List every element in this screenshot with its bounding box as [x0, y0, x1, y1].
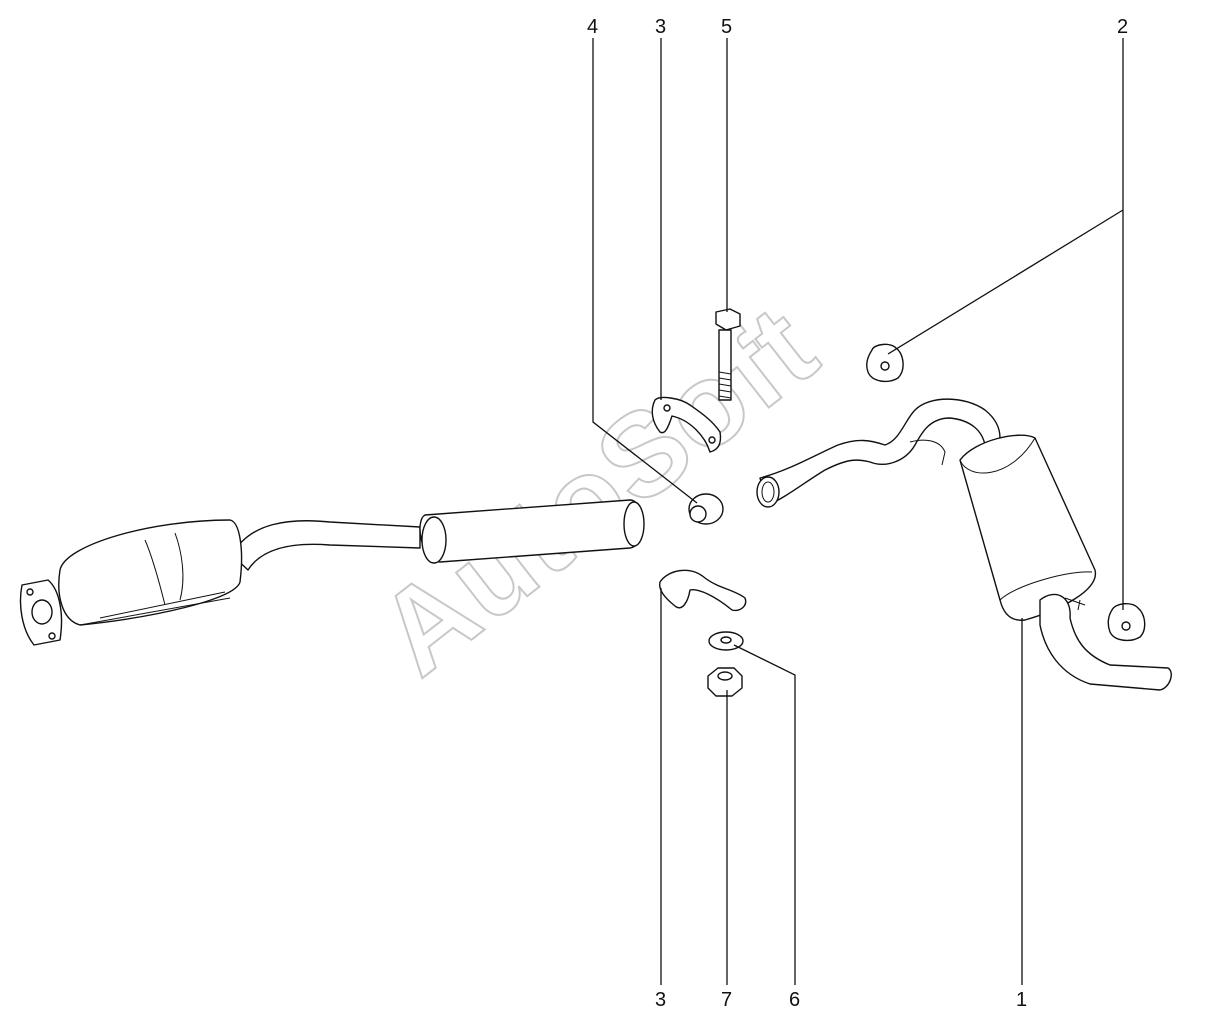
tail-pipe	[1039, 593, 1172, 691]
leader-2-upper	[887, 209, 1124, 355]
nut-hole	[717, 671, 733, 681]
sealing-ring-inner	[689, 505, 707, 523]
pipe-hanger-bracket	[909, 439, 946, 466]
callout-3-top: 3	[655, 16, 666, 38]
callout-7: 7	[721, 989, 732, 1011]
bolt-thread	[718, 371, 732, 399]
front-exhaust-section	[19, 499, 645, 646]
intermediate-pipe	[231, 520, 421, 571]
upper-clamp-half	[651, 396, 722, 453]
callout-2: 2	[1117, 16, 1128, 38]
washer-hole	[720, 636, 732, 644]
rubber-mount-lower	[1107, 603, 1146, 642]
rubber-mount-hole	[1121, 621, 1131, 631]
bolt-shank	[718, 329, 732, 401]
leader-4	[592, 38, 698, 504]
silencer-front-edge	[959, 437, 1036, 474]
flange-hole	[31, 599, 53, 625]
rear-pipe-inlet-inner	[761, 481, 775, 503]
rubber-mount-hole	[880, 361, 890, 371]
resonator-end	[421, 516, 447, 564]
sealing-ring	[688, 493, 724, 525]
callout-1: 1	[1016, 989, 1027, 1011]
callout-4: 4	[587, 16, 598, 38]
resonator-outlet	[623, 501, 645, 547]
nut-body	[707, 667, 743, 697]
converter-heat-shield	[79, 597, 231, 626]
rubber-mount-upper	[866, 343, 904, 383]
rear-exhaust-section	[756, 398, 1172, 691]
flange-bolt-hole	[48, 632, 56, 640]
flange-bolt-hole	[26, 588, 34, 596]
clamp-bolt-hole	[708, 436, 716, 444]
catalytic-converter	[58, 519, 243, 626]
leader-lines	[592, 38, 1124, 985]
converter-seam-2	[174, 532, 184, 601]
bolt-head	[715, 308, 741, 331]
tail-hanger	[1064, 597, 1086, 611]
callout-6: 6	[789, 989, 800, 1011]
callout-5: 5	[721, 16, 732, 38]
silencer-rear-edge	[999, 571, 1093, 601]
silencer-body	[959, 434, 1096, 621]
lower-clamp-half	[658, 569, 747, 612]
converter-seam	[144, 539, 166, 606]
callout-3-bottom: 3	[655, 989, 666, 1011]
converter-heat-shield-2	[99, 591, 226, 619]
clamp-bolt-hole	[663, 404, 671, 412]
leader-6	[733, 644, 796, 985]
bolt	[715, 308, 741, 401]
rear-pipe-inlet	[756, 476, 780, 508]
nut	[707, 667, 743, 697]
